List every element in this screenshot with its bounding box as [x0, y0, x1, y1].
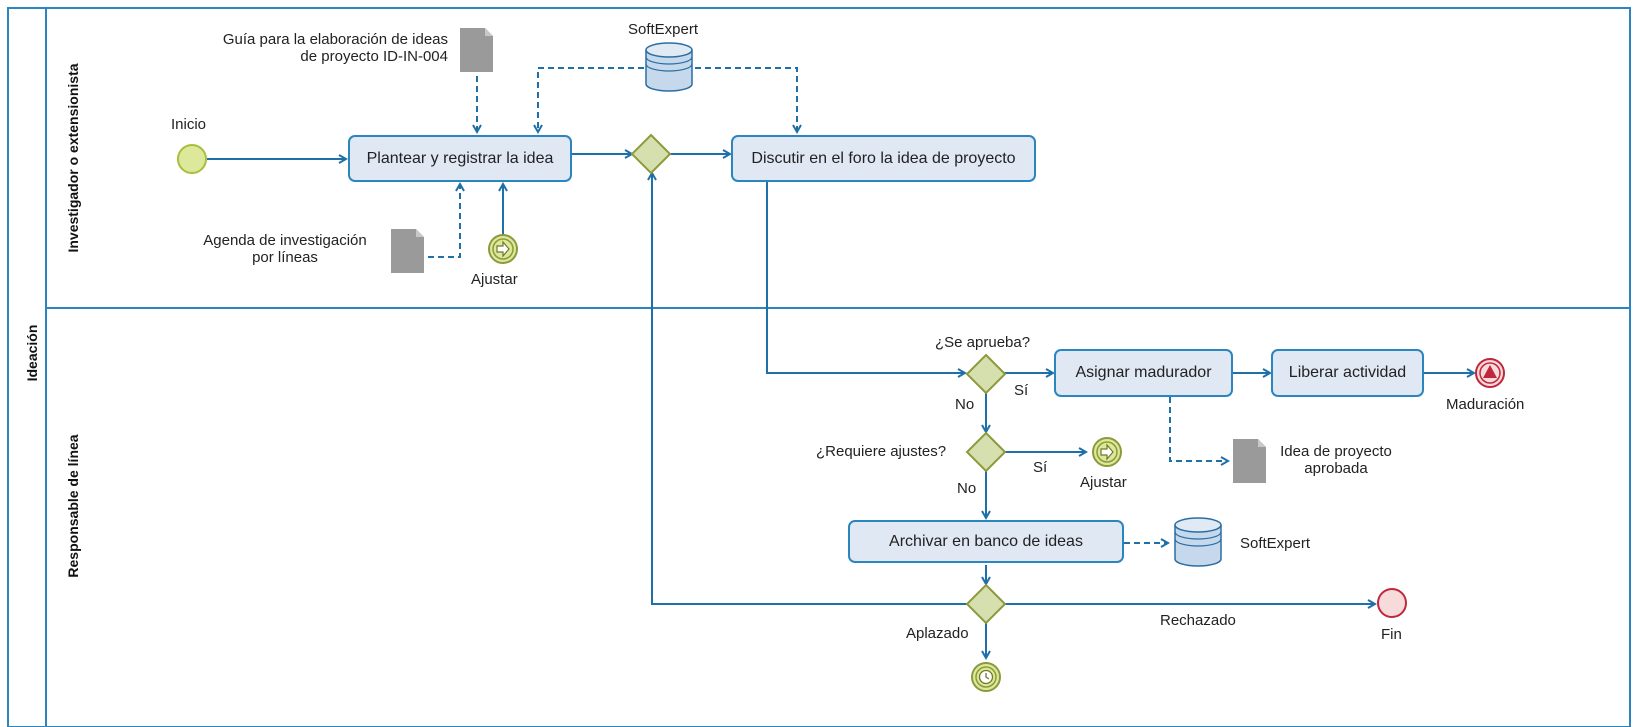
task-archivar[interactable]: Archivar en banco de ideas [848, 520, 1124, 563]
document-icon [460, 28, 493, 72]
task-asignar[interactable]: Asignar madurador [1054, 349, 1233, 397]
agenda-label-line1: Agenda de investigación [203, 232, 367, 249]
lane-label-responsable: Responsable de línea [65, 434, 81, 578]
document-icon [1233, 439, 1266, 483]
ajustar-event-top [488, 234, 518, 264]
gateway-aprueba [965, 353, 1007, 395]
end-event-maduracion [1475, 358, 1505, 388]
flow-label-si-ajustes: Sí [1033, 459, 1048, 476]
task-plantear[interactable]: Plantear y registrar la idea [348, 135, 572, 182]
idea-aprobada-label-line1: Idea de proyecto [1280, 443, 1392, 460]
assoc-softexpert-to-discutir [695, 67, 797, 132]
database-icon [645, 42, 693, 92]
gateway-merge [630, 133, 672, 175]
lane-label-investigador: Investigador o extensionista [65, 63, 81, 253]
end-event-fin [1377, 588, 1407, 618]
ajustar-label-bottom: Ajustar [1080, 474, 1127, 491]
guia-label: Guía para la elaboración de ideas de pro… [180, 31, 448, 66]
assoc-asignar-to-idea [1169, 397, 1228, 461]
softexpert-label-top: SoftExpert [628, 21, 699, 38]
flow-label-no-aprueba: No [955, 396, 975, 413]
flow-label-rechazado: Rechazado [1160, 612, 1236, 629]
document-icon [391, 229, 424, 273]
start-event [177, 144, 207, 174]
link-arrow-icon [1100, 443, 1114, 461]
agenda-label-line2: por líneas [252, 249, 318, 267]
gateway-ajustes [965, 431, 1007, 473]
flow-discutir-to-aprueba [766, 182, 965, 373]
sequence-flows [207, 154, 1474, 658]
task-discutir[interactable]: Discutir en el foro la idea de proyecto [731, 135, 1036, 182]
ajustar-event-bottom [1092, 437, 1122, 467]
flow-loop-back [652, 173, 967, 605]
end-maduracion-label: Maduración [1446, 396, 1525, 413]
end-fin-label: Fin [1381, 626, 1402, 643]
start-event-label: Inicio [171, 116, 207, 133]
guia-label-line1: Guía para la elaboración de ideas [222, 31, 448, 48]
agenda-label: Agenda de investigación por líneas [185, 232, 385, 267]
flow-label-aplazado: Aplazado [906, 625, 969, 642]
assoc-softexpert-to-plantear [538, 67, 644, 132]
ajustar-label-top: Ajustar [471, 271, 518, 288]
softexpert-label-bottom: SoftExpert [1240, 535, 1311, 552]
gateway-ajustes-label: ¿Requiere ajustes? [816, 443, 947, 460]
assoc-agenda-to-plantear [428, 184, 460, 258]
gateways [630, 133, 1007, 625]
task-liberar[interactable]: Liberar actividad [1271, 349, 1424, 397]
flow-label-no-ajustes: No [957, 480, 977, 497]
guia-label-line2: de proyecto ID-IN-004 [300, 48, 448, 66]
pool-label: Ideación [24, 324, 40, 382]
escalation-icon [1483, 365, 1497, 378]
idea-aprobada-label: Idea de proyecto aprobada [1266, 443, 1406, 478]
flow-label-si-aprueba: Sí [1014, 382, 1029, 399]
timer-event [971, 662, 1001, 692]
gateway-aprueba-label: ¿Se aprueba? [935, 334, 1031, 351]
pool [7, 7, 1631, 727]
database-icon [1174, 517, 1222, 567]
idea-aprobada-label-line2: aprobada [1304, 460, 1368, 478]
gateway-archivo-resultado [965, 583, 1007, 625]
data-associations [428, 67, 1228, 543]
link-arrow-icon [496, 240, 510, 258]
